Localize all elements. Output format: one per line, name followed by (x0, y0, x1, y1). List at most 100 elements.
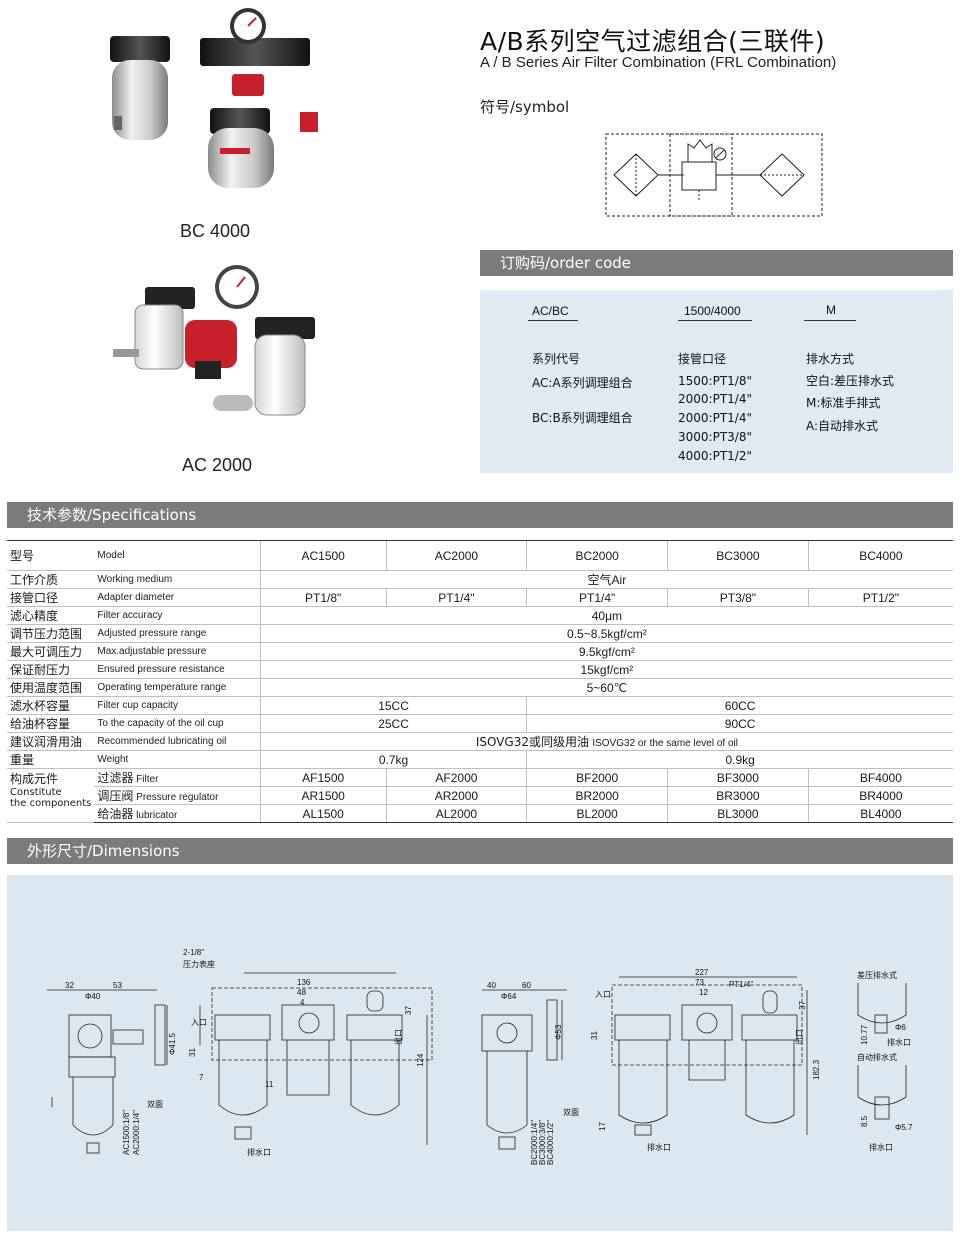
code-port-underline (678, 320, 752, 321)
row-label-cn: 使用温度范围 (7, 678, 95, 697)
dim-f2-136: 136 (297, 978, 311, 987)
table-row: 接管口径 Adapter diameter PT1/8" PT1/4" PT1/… (7, 588, 953, 607)
weight-b: 0.9kg (526, 750, 953, 769)
order-code-header: 订购码/order code (480, 250, 953, 276)
table-row-lubricator: 给油器 lubricator AL1500 AL2000 BL2000 BL30… (7, 804, 953, 823)
drain-line-3: A:自动排水式 (806, 419, 879, 433)
lubricating-oil-value: ISOVG32或同级用油 ISOVG32 or the same level o… (259, 732, 953, 751)
product-label-bc4000: BC 4000 (180, 221, 251, 241)
filter-bc2000: BF2000 (526, 768, 668, 787)
dim-f3-bc4000: BC4000:1/2" (546, 1120, 555, 1165)
table-row: 调节压力范围 Adjusted pressure range 0.5~8.5kg… (7, 624, 953, 643)
table-row: 给油杯容量 To the capacity of the oil cup 25C… (7, 714, 953, 733)
row-label-en: Filter cup capacity (94, 696, 261, 715)
series-title: 系列代号 (532, 352, 581, 366)
drain-title: 排水方式 (806, 352, 855, 366)
row-label-cn: 滤心精度 (7, 606, 95, 625)
max-pressure-value: 9.5kgf/cm² (259, 642, 953, 661)
dim-f2-48: 48 (297, 988, 306, 997)
specifications-header: 技术参数/Specifications (7, 502, 953, 528)
row-label-cn: 建议润滑用油 (7, 732, 95, 751)
filter-cup-b: 60CC (526, 696, 953, 715)
code-drain: M (826, 303, 836, 317)
series-line-ac: AC:A系列调理组合 (532, 376, 633, 390)
dim-f2-gauge-cn: 压力表座 (183, 959, 215, 969)
component-regulator-cn: 调压阀 (97, 789, 134, 803)
page-subtitle: A / B Series Air Filter Combination (FRL… (480, 54, 837, 71)
dim-f2-124: 124 (416, 1053, 425, 1067)
table-row: 工作介质 Working medium 空气Air (7, 570, 953, 589)
row-label-cn: 型号 (7, 540, 95, 571)
filter-bc3000: BF3000 (667, 768, 809, 787)
row-label-en: Adapter diameter (94, 588, 261, 607)
filter-cup-a: 15CC (259, 696, 527, 715)
adapter-ac2000: PT1/4" (385, 588, 527, 607)
oil-cup-a: 25CC (259, 714, 527, 733)
filter-ac2000: AF2000 (385, 768, 527, 787)
dim-f4-17: 17 (598, 1122, 607, 1131)
dim-f4-227: 227 (695, 968, 709, 977)
table-row: 滤心精度 Filter accuracy 40μm (7, 606, 953, 625)
component-lubricator-label: 给油器 lubricator (94, 804, 261, 823)
dim-f5-phi6: Φ6 (895, 1023, 906, 1032)
dim-f2-drain: 排水口 (247, 1147, 271, 1157)
port-title: 接管口径 (678, 352, 727, 366)
dim-f1-phi40: Φ40 (85, 992, 101, 1001)
dim-f1-phi415: Φ41.5 (168, 1032, 177, 1055)
adapter-bc4000: PT1/2" (807, 588, 953, 607)
lubricator-ac2000: AL2000 (385, 804, 527, 823)
lubricator-bc4000: BL4000 (807, 804, 953, 823)
code-port: 1500/4000 (684, 304, 741, 318)
port-line-3: 2000:PT1/4" (678, 411, 752, 425)
component-lubricator-en: lubricator (136, 810, 178, 821)
dim-f4-outlet: 出口 (794, 1029, 804, 1045)
dim-f1-ac2000: AC2000:1/4" (132, 1110, 141, 1155)
product-photo-ac2000 (105, 265, 330, 450)
dim-f4-73: 73 (695, 978, 704, 987)
adapter-ac1500: PT1/8" (259, 588, 387, 607)
specifications-table: 型号 Model AC1500 AC2000 BC2000 BC3000 BC4… (7, 540, 953, 823)
product-photo-bc4000 (100, 8, 340, 193)
row-label-cn: 工作介质 (7, 570, 95, 589)
dim-f4-1823: 182.3 (812, 1059, 821, 1080)
row-label-en: Filter accuracy (94, 606, 261, 625)
dim-f5-title2: 自动排水式 (857, 1052, 897, 1062)
regulator-ac1500: AR1500 (259, 786, 387, 805)
model-ac1500: AC1500 (259, 540, 387, 571)
row-label-en: Recommended lubricating oil (94, 732, 261, 751)
component-regulator-en: Pressure regulator (136, 792, 219, 803)
components-label: 构成元件 Constitute the components (7, 768, 95, 823)
row-label-en: Model (94, 540, 261, 571)
row-label-en: Ensured pressure resistance (94, 660, 261, 679)
component-regulator-label: 调压阀 Pressure regulator (94, 786, 261, 805)
dim-f2-37: 37 (404, 1006, 413, 1015)
dim-f4-37: 37 (798, 1001, 807, 1010)
order-code-panel: AC/BC 1500/4000 M 系列代号 AC:A系列调理组合 BC:B系列… (480, 290, 953, 473)
model-ac2000: AC2000 (385, 540, 527, 571)
row-label-en: Weight (94, 750, 261, 769)
dim-f2-gauge-en: 2-1/8" (183, 948, 204, 957)
pneumatic-symbol (600, 130, 830, 220)
dim-f5-phi57: Φ5.7 (895, 1123, 913, 1132)
row-label-cn: 接管口径 (7, 588, 95, 607)
table-row: 使用温度范围 Operating temperature range 5~60℃ (7, 678, 953, 697)
code-series-underline (528, 320, 578, 321)
regulator-bc3000: BR3000 (667, 786, 809, 805)
components-label-cn: 构成元件 (10, 772, 59, 786)
ensured-pressure-value: 15kgf/cm² (259, 660, 953, 679)
weight-a: 0.7kg (259, 750, 527, 769)
symbol-label: 符号/symbol (480, 98, 570, 116)
dim-f5-drain1: 排水口 (887, 1037, 911, 1047)
lubricator-bc3000: BL3000 (667, 804, 809, 823)
dim-f3-40: 40 (487, 981, 496, 990)
drain-line-2: M:标准手排式 (806, 396, 881, 410)
dimensions-panel: 32 53 Φ40 Φ41.5 AC1500:1/8" AC2000:1/4" … (7, 875, 953, 1231)
series-line-bc: BC:B系列调理组合 (532, 411, 633, 425)
components-label-en-2: the components (10, 798, 92, 809)
dim-f2-inlet: 入口 (191, 1018, 207, 1027)
port-line-5: 4000:PT1/2" (678, 449, 752, 463)
dim-f2-4: 4 (300, 998, 305, 1007)
dimension-drawings: 32 53 Φ40 Φ41.5 AC1500:1/8" AC2000:1/4" … (47, 948, 913, 1165)
dim-f3-phi64: Φ64 (501, 992, 517, 1001)
dim-f2-outlet: 出口 (393, 1029, 403, 1045)
